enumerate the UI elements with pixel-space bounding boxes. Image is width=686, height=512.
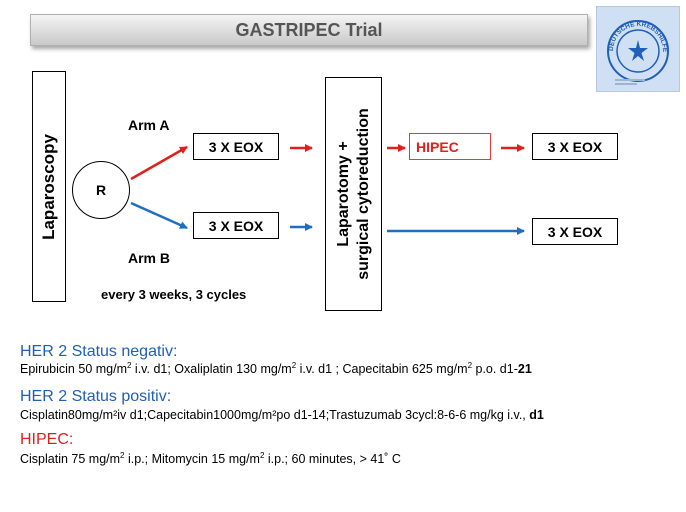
her2-negative-heading: HER 2 Status negativ: [20,343,178,360]
arm-a-arrow [130,145,188,181]
eox-post-arm-b-label: 3 X EOX [547,223,603,240]
eox-post-arm-b-box: 3 X EOX [532,218,618,245]
hipec-sup-1: 2 [120,450,125,460]
eox-arm-a-box: 3 X EOX [193,133,279,160]
flow-arrows [130,144,525,235]
logo-emblem-icon: DEUTSCHE KREBSHILFE [607,20,669,85]
hipec-sup-2: 2 [259,450,265,460]
her2-neg-sup-3: 2 [467,360,473,370]
eox-post-arm-a-label: 3 X EOX [547,138,603,155]
page-title: GASTRIPEC Trial [235,19,383,40]
her2-negative-regimen: Epirubicin 50 mg/m2 i.v. d1; Oxaliplatin… [20,360,532,376]
laparotomy-label-line1: Laparotomy + [334,141,352,247]
her2-neg-sup-2: 2 [291,360,297,370]
laparotomy-label: Laparotomy + surgical cytoreduction [334,108,374,280]
hipec-heading: HIPEC: [20,431,74,448]
hipec-label: HIPEC [416,138,459,155]
her2-neg-sup-1: 2 [127,360,132,370]
her2-pos-text-1: Cisplatin80mg/m²iv d1;Capecitabin1000mg/… [20,408,530,422]
hipec-text-1: Cisplatin 75 mg/m [20,452,121,466]
her2-pos-text-2: d1 [529,408,544,422]
laparoscopy-box: Laparoscopy [32,71,66,302]
title-bar: GASTRIPEC Trial [30,14,588,46]
eox-post-arm-a-box: 3 X EOX [532,133,618,160]
randomization-node: R [72,161,130,219]
eox-arm-b-box: 3 X EOX [193,212,279,239]
laparotomy-box: Laparotomy + surgical cytoreduction [325,77,382,311]
arm-a-label: Arm A [128,117,170,133]
her2-neg-text-2: i.v. d1; Oxaliplatin 130 mg/m [131,362,292,376]
her2-positive-heading: HER 2 Status positiv: [20,388,172,405]
hipec-text-2: i.p.; Mitomycin 15 mg/m [124,452,260,466]
randomization-label: R [95,182,107,198]
arm-b-arrow [130,201,188,230]
deutsche-krebshilfe-logo: DEUTSCHE KREBSHILFE [596,6,680,92]
eox-arm-a-label: 3 X EOX [208,138,264,155]
her2-neg-text-3: i.v. d1 ; Capecitabin 625 mg/m [296,362,468,376]
her2-neg-text-5: 21 [517,362,532,376]
hipec-text-3: i.p.; 60 minutes, > 41˚ C [264,452,401,466]
hipec-regimen: Cisplatin 75 mg/m2 i.p.; Mitomycin 15 mg… [20,450,401,466]
eox-arm-b-label: 3 X EOX [208,217,264,234]
her2-neg-text-1: Epirubicin 50 mg/m [20,362,127,376]
her2-neg-text-4: p.o. d1- [472,362,518,376]
hipec-box: HIPEC [409,133,491,160]
arm-b-label: Arm B [128,250,171,266]
laparotomy-label-line2: surgical cytoreduction [354,108,372,280]
schedule-label: every 3 weeks, 3 cycles [101,287,247,302]
her2-positive-regimen: Cisplatin80mg/m²iv d1;Capecitabin1000mg/… [20,408,544,422]
